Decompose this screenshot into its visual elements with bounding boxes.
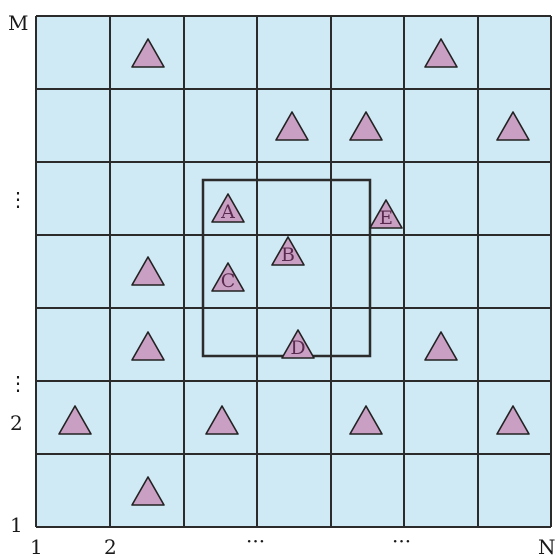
- triangle-icon: [131, 331, 165, 361]
- triangle-icon: [424, 331, 458, 361]
- x-axis-ellipsis-a: ···: [246, 529, 265, 553]
- y-axis-label-1: 1: [10, 513, 23, 537]
- triangle-label-c: C: [221, 270, 236, 292]
- triangle-icon: [275, 111, 309, 141]
- y-axis-label-top: M: [8, 11, 28, 35]
- triangle-icon: [211, 262, 245, 292]
- triangle-icon: [58, 405, 92, 435]
- y-axis-label-2: 2: [10, 411, 23, 435]
- x-axis-label-right: N: [538, 535, 556, 558]
- triangle-icon: [281, 329, 315, 359]
- triangle-icon: [131, 256, 165, 286]
- y-axis-ellipsis-lower: ⋮: [8, 371, 28, 395]
- triangle-icon: [271, 236, 305, 266]
- grid-lines: [35, 15, 552, 528]
- grid-background: [36, 16, 551, 527]
- triangle-label-a: A: [220, 201, 235, 223]
- triangle-icon: [349, 405, 383, 435]
- triangle-icon: [131, 476, 165, 506]
- triangle-markers: A E B C D: [58, 38, 530, 506]
- triangle-icon: [424, 38, 458, 68]
- triangle-icon: [349, 111, 383, 141]
- x-axis-ellipsis-b: ···: [392, 529, 411, 553]
- y-axis-ellipsis: ⋮: [8, 187, 28, 211]
- triangle-icon: [211, 193, 245, 223]
- triangle-icon: [496, 405, 530, 435]
- x-axis-label-1: 1: [30, 535, 43, 558]
- triangle-icon: [369, 199, 403, 229]
- x-axis-label-2: 2: [104, 535, 117, 558]
- triangle-icon: [131, 38, 165, 68]
- triangle-label-e: E: [379, 207, 393, 229]
- triangle-label-b: B: [281, 244, 295, 266]
- triangle-icon: [205, 405, 239, 435]
- triangle-label-d: D: [290, 337, 305, 359]
- triangle-icon: [496, 111, 530, 141]
